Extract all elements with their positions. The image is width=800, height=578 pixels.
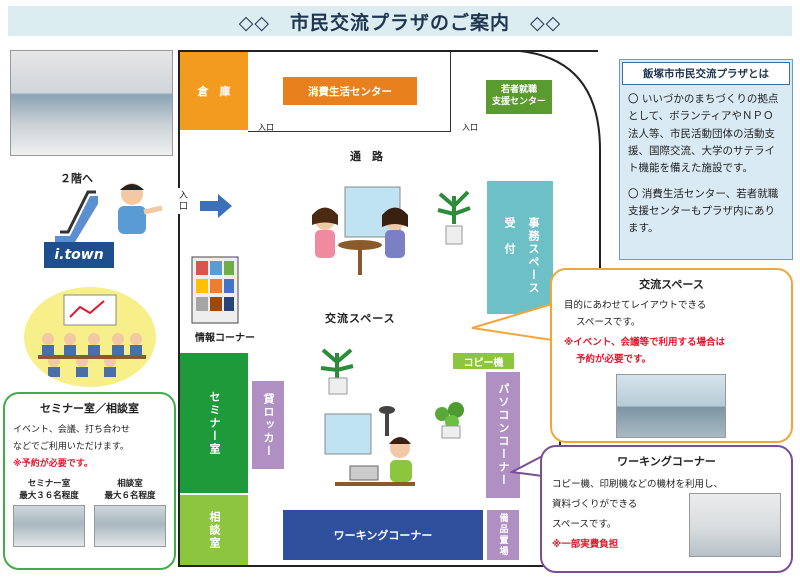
floor-plan (178, 50, 598, 567)
youth-support-center: 若者就職 支援センター (486, 80, 552, 114)
exchange-info-bubble: 交流スペース 目的にあわせてレイアウトできる スペースです。 ※イベント、会議等… (550, 268, 793, 443)
exchange-bubble-heading: 交流スペース (639, 278, 704, 291)
escalator-icon (50, 186, 100, 242)
exchange-bubble-text: 目的にあわせてレイアウトできる スペースです。 ※イベント、会議等で利用する場合… (564, 300, 726, 365)
exchange-space-label: 交流スペース (325, 312, 396, 325)
guide-person-icon (112, 178, 164, 238)
exchange-bubble-tail (471, 303, 553, 341)
working-corner-photo (689, 493, 781, 557)
plant-2-icon (430, 400, 470, 440)
main-entrance-label: 入口 (176, 188, 189, 214)
about-box: 飯塚市市民交流プラザとは 〇 いいづかのまちづくりの拠点として、ボランティアやＮ… (619, 59, 793, 260)
consumer-center: 消費生活センター (283, 77, 417, 105)
entrance-label-1: 入口 (258, 123, 274, 132)
magazine-rack-illustration (190, 255, 240, 325)
seminar-room: セミナー室 (180, 353, 248, 493)
page-title: ◇◇ 市民交流プラザのご案内 ◇◇ (8, 6, 792, 36)
exchange-space-photo (616, 374, 726, 438)
seminar-bubble-text: イベント、会議、打ち合わせ などでご利用いただけます。 ※予約が必要です。 (13, 425, 130, 470)
working-corner: ワーキングコーナー (283, 510, 483, 560)
storage-room: 倉 庫 (180, 52, 248, 130)
meeting-room-photo (94, 505, 166, 548)
seminar-illustration (24, 287, 156, 387)
top-office-box (248, 52, 451, 132)
seminar-bubble-heading: セミナー室／相談室 (40, 402, 139, 415)
corridor-label: 通 路 (350, 150, 383, 163)
about-header: 飯塚市市民交流プラザとは (622, 62, 790, 85)
about-text-1: 〇 いいづかのまちづくりの拠点として、ボランティアやＮＰＯ法人等、市民活動団体の… (628, 93, 779, 175)
rental-locker: 貸ロッカー (252, 381, 284, 469)
about-text-2: 〇 消費生活センター、若者就職支援センターもプラザ内にあります。 (628, 187, 779, 235)
seminar-info-bubble: セミナー室／相談室 イベント、会議、打ち合わせ などでご利用いただけます。 ※予… (3, 392, 176, 570)
pc-corner: パソコンコーナー (486, 372, 520, 498)
arrow-right-icon (200, 194, 232, 218)
lobby-photo (10, 50, 173, 156)
itown-logo: i.town (44, 242, 114, 268)
working-illustration (315, 348, 435, 504)
meeting-room: 相談室 (180, 495, 248, 565)
working-info-bubble: ワーキングコーナー コピー機、印刷機などの機材を利用し、 資料づくりができる ス… (540, 445, 793, 573)
plant-1-icon (436, 186, 472, 250)
working-bubble-heading: ワーキングコーナー (617, 455, 716, 468)
entrance-label-2: 入口 (462, 123, 478, 132)
seminar-room-photo (13, 505, 85, 548)
exchange-illustration (300, 185, 420, 285)
seminar-capacity: セミナー室最大３６名程度 (19, 479, 79, 502)
info-corner-label: 情報コーナー (195, 333, 255, 344)
copy-machine: コピー機 (453, 353, 514, 369)
supplies-area: 備品置場 (487, 510, 519, 560)
floor-2-label: ２階へ (60, 172, 93, 185)
office-space: 事務スペース 受 付 (487, 181, 553, 314)
working-bubble-text: コピー機、印刷機などの機材を利用し、 資料づくりができる スペースです。 ※一部… (552, 479, 724, 550)
meeting-capacity: 相談室最大６名程度 (104, 479, 156, 502)
